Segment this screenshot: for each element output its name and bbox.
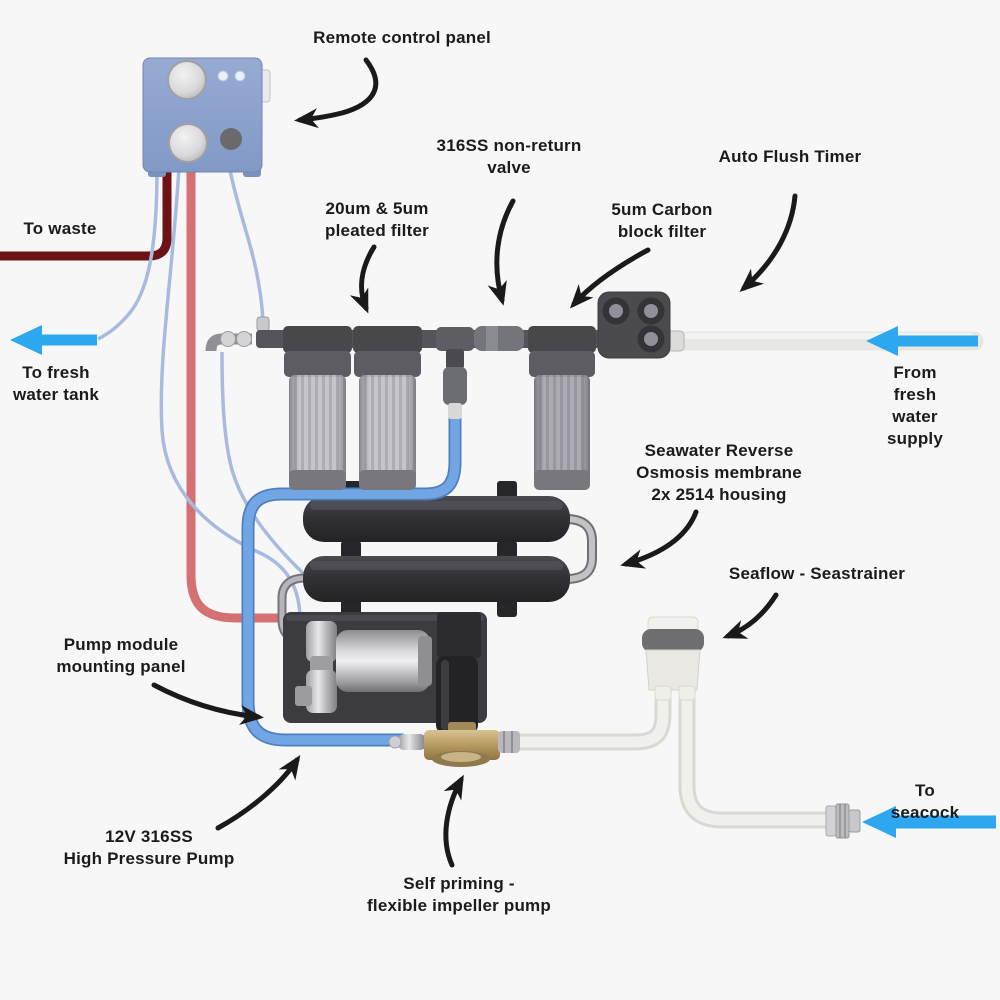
label-to-seacock: To seacock xyxy=(890,781,960,822)
arrow-seastrainer xyxy=(722,592,779,639)
pump-electric-block xyxy=(437,612,481,658)
high-pressure-pump xyxy=(295,621,432,713)
arrow-non-return-valve xyxy=(487,198,516,306)
label-impeller-pump: Self priming - flexible impeller pump xyxy=(367,874,551,915)
label-to-fresh-water-tank: To fresh water tank xyxy=(12,363,100,404)
feed-tube-blue xyxy=(241,405,462,747)
high-pressure-red-tube xyxy=(186,166,444,623)
arrow-pleated-filter xyxy=(349,244,377,314)
label-seastrainer: Seaflow - Seastrainer xyxy=(728,564,906,583)
pleated-filter-1 xyxy=(283,326,352,490)
label-non-return-valve: 316SS non-return valve xyxy=(436,136,582,177)
annotation-arrows xyxy=(151,57,798,868)
membrane-u-connector xyxy=(565,514,597,584)
flow-arrow-to-fresh-water-tank xyxy=(10,325,97,355)
label-carbon-block-filter: 5um Carbon block filter xyxy=(611,200,713,241)
seacock-fitting xyxy=(825,803,861,839)
panel-switch xyxy=(220,128,242,150)
label-auto-flush-timer: Auto Flush Timer xyxy=(718,147,862,166)
label-from-fresh-water-supply: From fresh water supply xyxy=(887,363,943,448)
label-pump-module: Pump module mounting panel xyxy=(56,635,186,676)
pleated-filter-2 xyxy=(353,326,422,490)
indicator-light xyxy=(234,70,246,82)
arrow-carbon-filter xyxy=(569,247,651,309)
arrow-auto-flush-timer xyxy=(739,193,798,292)
arrow-ro-membrane xyxy=(620,509,699,569)
label-high-pressure-pump: 12V 316SS High Pressure Pump xyxy=(63,827,235,868)
arrow-impeller-pump xyxy=(443,774,464,868)
arrow-remote-control-panel xyxy=(294,57,379,129)
pump-module xyxy=(283,612,487,734)
non-return-valve xyxy=(474,326,524,351)
remote-control-panel xyxy=(142,57,271,177)
strainer-pipes xyxy=(512,685,843,829)
ro-membrane-housings xyxy=(277,481,597,645)
flow-arrows xyxy=(10,325,996,838)
flow-arrow-from-fresh-water-supply xyxy=(866,326,978,356)
label-remote-control-panel: Remote control panel xyxy=(313,28,491,47)
tee-fitting xyxy=(436,327,474,419)
gauge-bottom xyxy=(168,123,208,163)
prefilter-assembly xyxy=(205,316,602,490)
flow-arrow-to-seacock xyxy=(862,806,996,838)
waste-tube xyxy=(0,166,172,261)
label-ro-membrane: Seawater Reverse Osmosis membrane 2x 251… xyxy=(636,441,802,504)
arrow-pump-module xyxy=(151,682,264,726)
sea-strainer xyxy=(642,616,704,701)
impeller-pump xyxy=(388,722,520,767)
label-to-waste: To waste xyxy=(23,219,97,238)
carbon-block-filter xyxy=(528,326,596,490)
arrow-high-pressure-pump xyxy=(215,755,301,831)
auto-flush-timer xyxy=(597,291,685,359)
gauge-top xyxy=(167,60,207,100)
label-pleated-filter: 20um & 5um pleated filter xyxy=(325,199,429,240)
indicator-light xyxy=(217,70,229,82)
inlet-elbow-fitting xyxy=(205,316,270,352)
